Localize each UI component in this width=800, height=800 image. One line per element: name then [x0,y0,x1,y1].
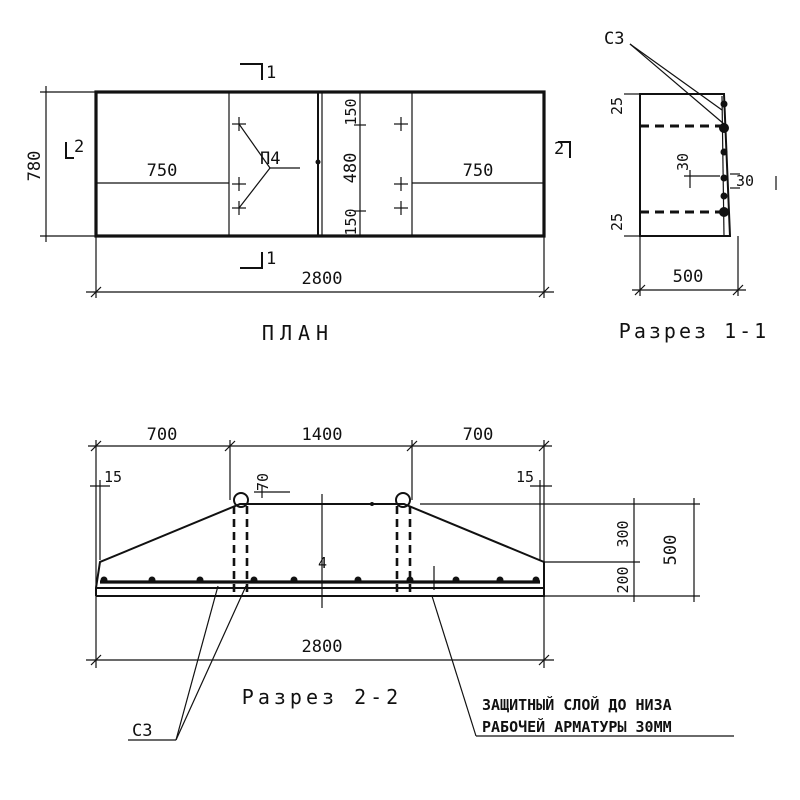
plan-dim-mid: 480 [341,153,361,184]
plan-label-p4: П4 [260,149,280,169]
plan-dim-right: 750 [463,161,494,181]
plan-cut1-top: 1 [266,63,276,83]
plan-dim-total: 2800 [302,269,343,289]
plan-cut2-right: 2 [554,139,564,159]
section22-dim-200: 200 [614,566,632,593]
section22-dim-mid: 1400 [302,425,343,445]
section22-dim-total: 2800 [302,637,343,657]
plan-loop-marks [232,117,408,215]
plan-outline [94,90,546,238]
plan-dim-left: 750 [147,161,178,181]
section22-rebar-dots [100,576,540,584]
section11-dim-top: 25 [608,97,626,115]
section11-outline [639,93,732,237]
section22-title: Разрез 2-2 [242,685,402,709]
section11-dim-bottom: 25 [608,213,626,231]
plan-view: 750 750 П4 150 480 150 780 [25,63,571,345]
section22-outline [95,503,545,597]
svg-text:4: 4 [318,554,327,572]
section22-loop-right [395,492,411,508]
section11-title: Разрез 1-1 [619,319,769,343]
plan-dim-top: 150 [342,98,360,125]
section22-note-line2: РАБОЧЕЙ АРМАТУРЫ 30ММ [482,717,672,736]
section11-dim-30a: 30 [674,153,692,171]
plan-dim-bottom: 150 [342,208,360,235]
section-1-1: С3 25 25 30 30 500 Разрез 1-1 [604,29,777,343]
section22-label-c3: С3 [132,721,152,741]
plan-title: ПЛАН [262,321,334,345]
section11-dim-width: 500 [673,267,704,287]
plan-cut2-left: 2 [74,137,84,157]
section22-note-line1: ЗАЩИТНЫЙ СЛОЙ ДО НИЗА [482,695,672,714]
section22-loop-left [233,492,249,508]
section22-dim-500: 500 [661,535,681,566]
section22-dim-right: 700 [463,425,494,445]
section11-label-c3: С3 [604,29,624,49]
section11-dim-30b: 30 [736,172,754,190]
section22-dim-70: 70 [254,473,272,491]
section22-dim-left: 700 [147,425,178,445]
plan-dim-height: 780 [25,151,45,182]
section22-dim-300: 300 [614,520,632,547]
section22-dim-15-right: 15 [516,468,534,486]
section22-dim-15-left: 15 [104,468,122,486]
plan-cut1-bottom: 1 [266,249,276,269]
section-2-2: 700 1400 700 15 15 4 70 [86,425,734,741]
